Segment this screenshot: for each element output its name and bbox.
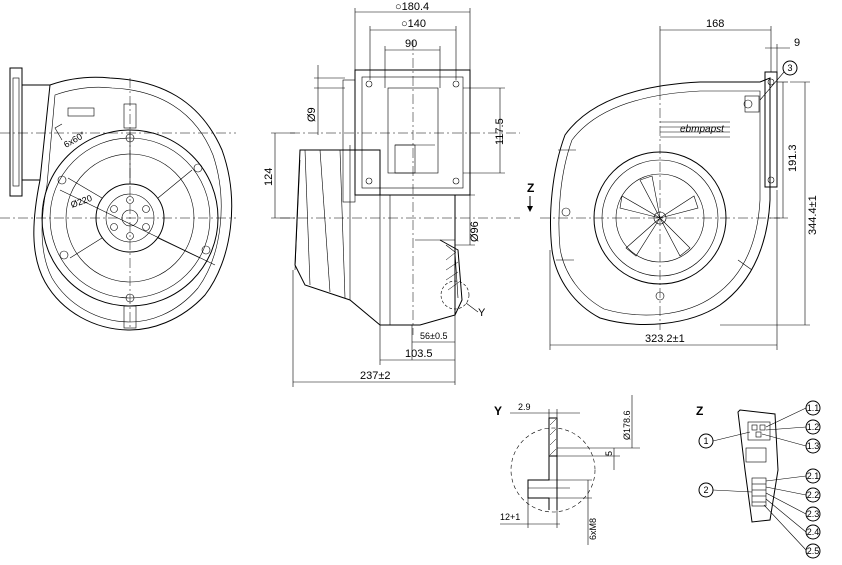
- svg-text:1.1: 1.1: [807, 403, 820, 413]
- diameter-label: Ø220: [69, 193, 93, 210]
- callout-1: 1: [698, 433, 714, 449]
- dim-56: 56±0.5: [420, 331, 447, 341]
- holes-angle-label: 6x60°: [62, 129, 87, 149]
- front-view: 6x60° Ø220: [0, 67, 236, 331]
- svg-text:1: 1: [703, 436, 708, 446]
- dim-103-5: 103.5: [405, 348, 433, 360]
- dim-2-9: 2.9: [518, 402, 531, 412]
- dim-168: 168: [706, 18, 724, 30]
- svg-text:2.2: 2.2: [807, 490, 820, 500]
- dim-180-4: ○180.4: [395, 1, 429, 13]
- dim-9: 9: [794, 37, 800, 49]
- callout-2-2: 2.2: [805, 487, 821, 503]
- svg-text:3: 3: [787, 63, 792, 73]
- dim-344-4: 344.4±1: [807, 195, 819, 235]
- dim-117-5: 117.5: [494, 118, 506, 145]
- brand-logo: ebmpapst: [680, 124, 725, 135]
- detail-z-title: Z: [696, 404, 703, 418]
- side-view: Y ○180.4 ○140 90 117.5 Ø9 124 Ø96: [263, 1, 520, 387]
- callout-1-3: 1.3: [805, 438, 821, 454]
- dim-140: ○140: [401, 18, 426, 30]
- rear-view: ebmpapst Z 168 9: [527, 18, 819, 350]
- dim-9-hole: Ø9: [306, 107, 318, 122]
- callout-2: 2: [698, 482, 714, 498]
- detail-z: Z 1 2 1.1 1.2 1.3 2.1 2.2 2.3 2.4 2.5: [696, 400, 821, 559]
- dim-6xm8: 6xM8: [588, 518, 598, 540]
- dim-12: 12+1: [500, 512, 520, 522]
- dim-5: 5: [604, 451, 614, 456]
- svg-text:2.1: 2.1: [807, 471, 820, 481]
- dim-90: 90: [405, 38, 417, 50]
- dim-191-3: 191.3: [787, 144, 799, 172]
- callout-2-1: 2.1: [805, 468, 821, 484]
- dim-178-6: Ø178.6: [622, 410, 632, 440]
- dim-237: 237±2: [360, 370, 391, 382]
- callout-1-1: 1.1: [805, 400, 821, 416]
- dim-96: Ø96: [469, 221, 481, 242]
- view-z-label: Z: [527, 181, 534, 195]
- svg-text:2.3: 2.3: [807, 509, 820, 519]
- callout-2-4: 2.4: [805, 524, 821, 540]
- svg-text:2.5: 2.5: [807, 546, 820, 556]
- dim-124: 124: [263, 168, 275, 186]
- svg-text:1.3: 1.3: [807, 441, 820, 451]
- callout-1-2: 1.2: [805, 419, 821, 435]
- svg-text:2: 2: [703, 485, 708, 495]
- detail-y-ref: Y: [478, 307, 486, 319]
- svg-text:1.2: 1.2: [807, 422, 820, 432]
- detail-y: Y 2.9 Ø178.6 5 12+1 6xM8: [494, 395, 640, 545]
- callout-2-5: 2.5: [805, 543, 821, 559]
- svg-text:2.4: 2.4: [807, 527, 820, 537]
- callout-3: 3: [759, 60, 798, 101]
- dim-323-2: 323.2±1: [645, 333, 685, 345]
- callout-2-3: 2.3: [805, 506, 821, 522]
- detail-y-title: Y: [494, 404, 502, 418]
